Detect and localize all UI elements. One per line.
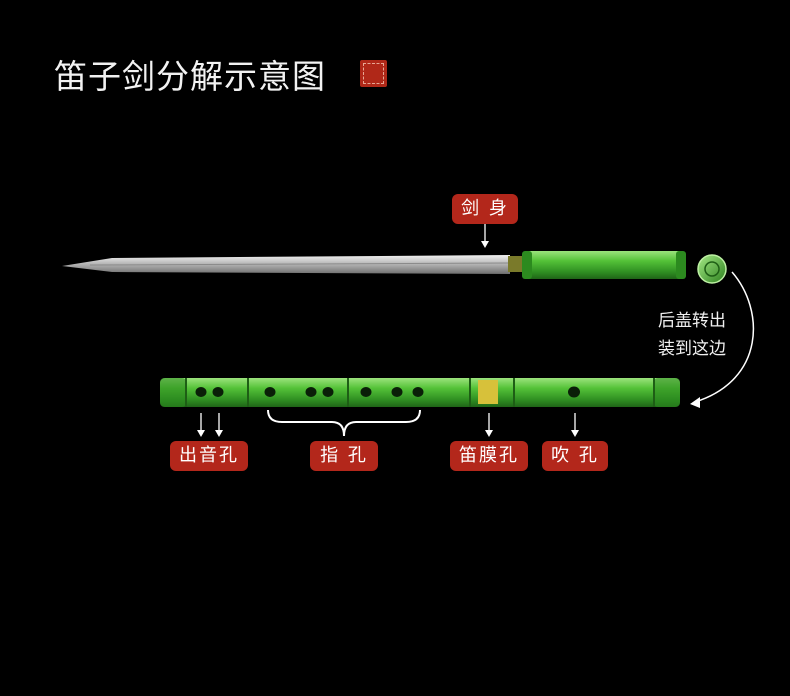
cap-note-line1: 后盖转出: [658, 311, 726, 331]
flute-holes: [195, 386, 580, 398]
membrane-hole-label: 笛膜孔: [450, 441, 528, 471]
sword-blade: [62, 255, 524, 274]
sound-holes-label: 出音孔: [170, 441, 248, 471]
blow-hole-label: 吹 孔: [542, 441, 608, 471]
page-title: 笛子剑分解示意图: [54, 57, 326, 96]
cap-note-line2: 装到这边: [658, 339, 726, 359]
cap-move-arrow: [694, 271, 755, 403]
finger-holes-brace: [267, 409, 421, 437]
label-arrows: [197, 413, 579, 437]
red-seal-stamp: [360, 60, 387, 87]
cap-move-arrowhead: [690, 397, 700, 408]
finger-holes-label: 指 孔: [310, 441, 378, 471]
blade-label: 剑 身: [452, 194, 518, 224]
cap-note: 后盖转出 装到这边: [658, 307, 726, 363]
end-cap: [697, 254, 727, 284]
sword-handle: [522, 251, 686, 279]
